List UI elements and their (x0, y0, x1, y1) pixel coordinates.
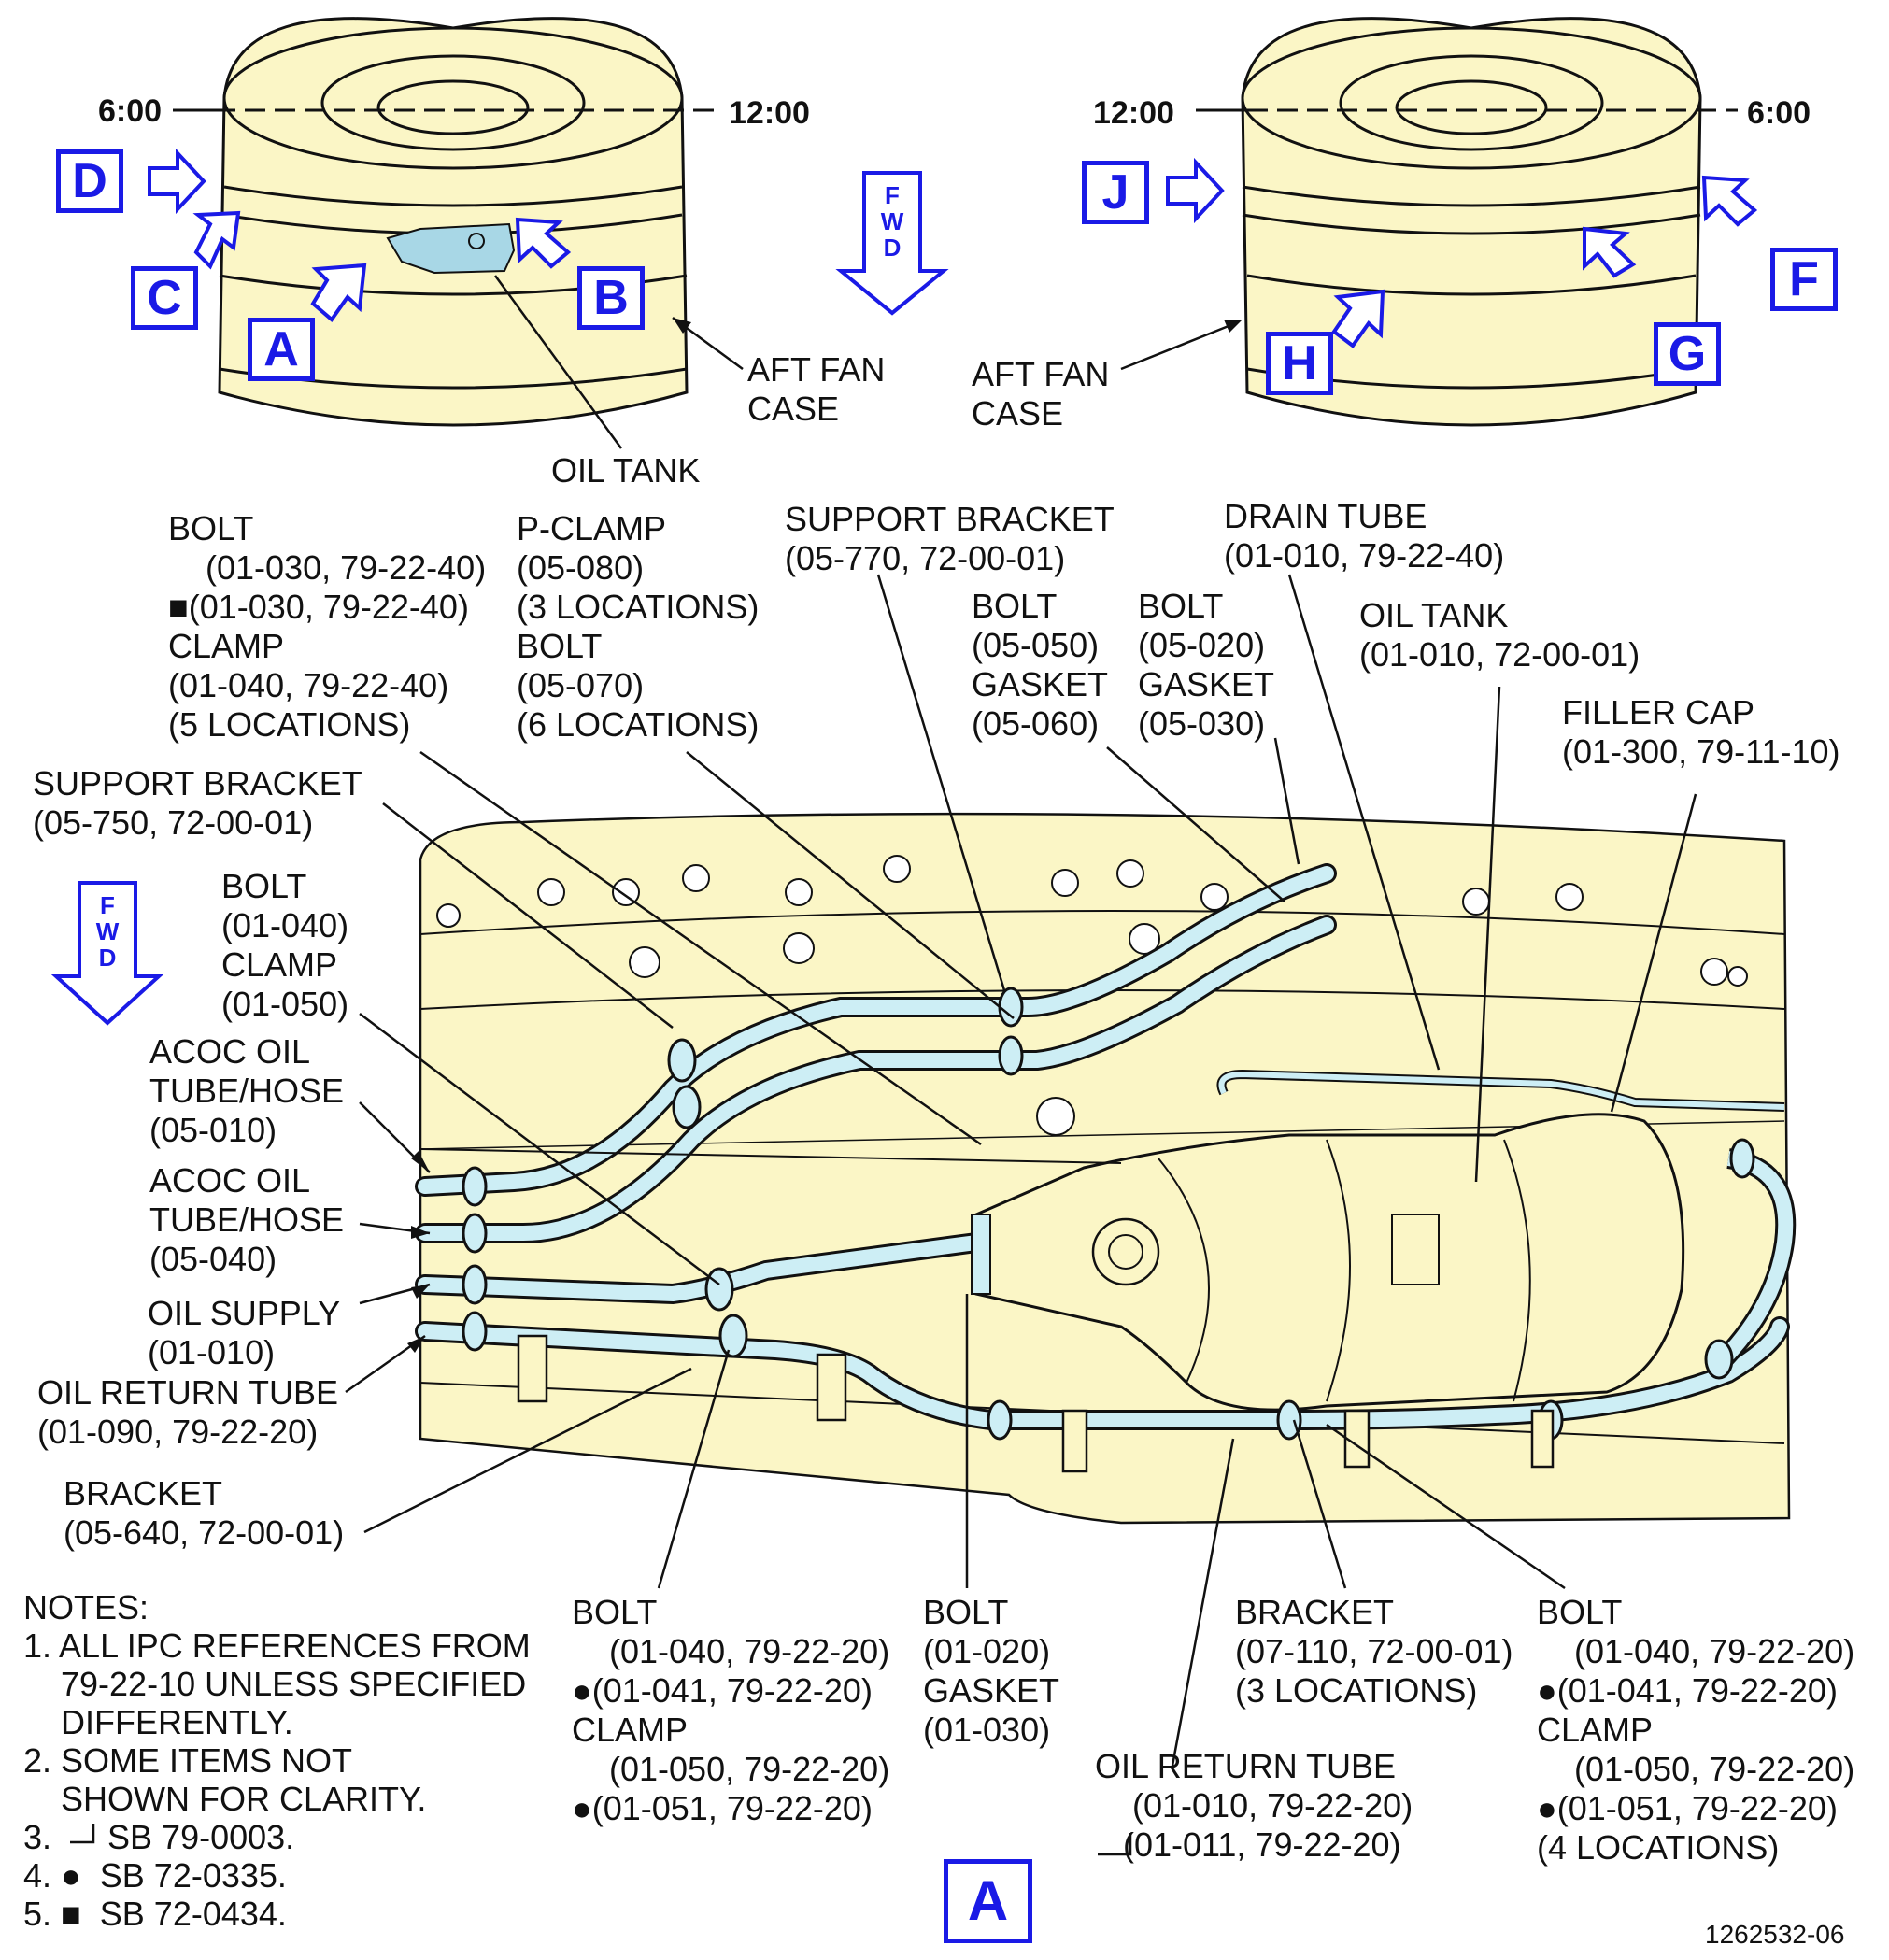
view-box-f: F (1770, 248, 1838, 311)
sb-triangle-icon-2 (1098, 1833, 1132, 1856)
view-arrows-left (148, 148, 572, 322)
callout-bolt-clamp-lower-right: BOLT (01-040, 79-22-20) ●(01-041, 79-22-… (1537, 1593, 1855, 1867)
view-box-h: H (1266, 332, 1333, 395)
callout-oil-return-010: OIL RETURN TUBE (01-010, 79-22-20) (01-0… (1095, 1747, 1413, 1864)
view-arrows-right (1166, 157, 1758, 348)
callout-oil-tank: OIL TANK (01-010, 72-00-01) (1359, 596, 1640, 674)
callout-bolt-clamp-upper: BOLT (01-030, 79-22-40) ■(01-030, 79-22-… (168, 509, 487, 744)
callout-bracket-110: BRACKET (07-110, 72-00-01) (3 LOCATIONS) (1235, 1593, 1513, 1710)
view-box-b: B (577, 266, 645, 330)
fwd-text-left: F W D (95, 891, 120, 972)
left-clock-12: 12:00 (729, 95, 810, 131)
sb-triangle-icon (70, 1824, 95, 1844)
callout-support-bracket-770: SUPPORT BRACKET (05-770, 72-00-01) (785, 500, 1115, 577)
callout-bracket-640: BRACKET (05-640, 72-00-01) (64, 1474, 345, 1552)
callout-bolt-gasket-050: BOLT (05-050) GASKET (05-060) (972, 587, 1109, 743)
callout-bolt-clamp-lower-left: BOLT (01-040, 79-22-20) ●(01-041, 79-22-… (572, 1593, 890, 1827)
callout-drain-tube: DRAIN TUBE (01-010, 79-22-40) (1224, 497, 1505, 575)
notes-block: NOTES: 1. ALL IPC REFERENCES FROM 79-22-… (23, 1588, 531, 1933)
callout-oil-return-090: OIL RETURN TUBE (01-090, 79-22-20) (37, 1373, 339, 1451)
label-small-oil-tank: OIL TANK (551, 451, 701, 490)
callout-bolt-gasket-020-lower: BOLT (01-020) GASKET (01-030) (923, 1593, 1060, 1749)
view-box-j: J (1082, 161, 1149, 224)
label-right-aft-fan-case: AFT FAN CASE (972, 355, 1110, 433)
fwd-text-top: F W D (880, 181, 904, 262)
view-box-c: C (131, 266, 198, 330)
callout-bolt-gasket-020: BOLT (05-020) GASKET (05-030) (1138, 587, 1275, 743)
callout-support-bracket-750: SUPPORT BRACKET (05-750, 72-00-01) (33, 764, 362, 842)
callout-oil-supply: OIL SUPPLY (01-010) (148, 1294, 341, 1371)
figure-number: 1262532-06 (1705, 1920, 1845, 1949)
right-clock-12: 12:00 (1093, 95, 1174, 131)
small-oil-tank-icon (386, 222, 516, 275)
right-clock-6: 6:00 (1747, 95, 1811, 131)
view-label-a: A (944, 1859, 1032, 1943)
main-engine-view (415, 812, 1797, 1525)
callout-acoc-040: ACOC OIL TUBE/HOSE (05-040) (149, 1161, 345, 1278)
callout-acoc-010: ACOC OIL TUBE/HOSE (05-010) (149, 1032, 345, 1149)
callout-p-clamp: P-CLAMP (05-080) (3 LOCATIONS) BOLT (05-… (517, 509, 760, 744)
label-left-aft-fan-case: AFT FAN CASE (747, 350, 886, 428)
right-case-leader (1120, 320, 1239, 371)
left-clock-6: 6:00 (98, 93, 163, 129)
callout-bolt-clamp-040: BOLT (01-040) CLAMP (01-050) (221, 867, 349, 1023)
callout-filler-cap: FILLER CAP (01-300, 79-11-10) (1562, 693, 1840, 771)
fwd-arrow-top (835, 171, 949, 316)
leader-lines (345, 574, 1697, 1767)
leader-arrowheads (407, 1151, 430, 1353)
fwd-arrow-left (50, 881, 164, 1026)
oil-tank-leader (493, 275, 623, 449)
view-box-g: G (1654, 322, 1721, 386)
view-box-d: D (56, 149, 123, 213)
view-box-a-small: A (248, 318, 315, 381)
